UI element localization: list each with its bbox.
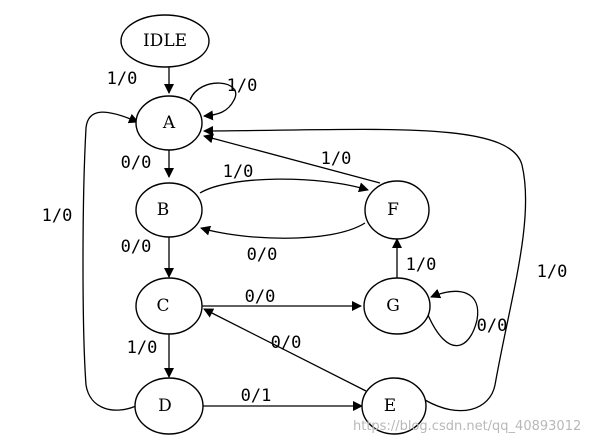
node-e: E xyxy=(361,377,427,435)
edge-g-g xyxy=(427,288,479,347)
node-b: B xyxy=(135,182,203,238)
edge-label-d-e: 0/1 xyxy=(241,386,272,406)
edge-f-b xyxy=(200,222,366,239)
edge-label-a-a: 1/0 xyxy=(227,76,258,96)
edge-a-a xyxy=(189,82,237,121)
edge-e-a xyxy=(203,125,527,412)
node-g: G xyxy=(363,277,431,335)
edge-label-b-f: 1/0 xyxy=(223,162,254,182)
edge-label-c-d: 1/0 xyxy=(127,338,158,358)
edge-e-c xyxy=(203,308,367,392)
edge-d-a xyxy=(82,111,139,411)
edge-label-f-b: 0/0 xyxy=(247,245,278,265)
node-c: C xyxy=(135,277,203,335)
node-idle: IDLE xyxy=(120,14,210,68)
edge-label-g-g: 0/0 xyxy=(477,316,508,336)
node-idle-label: IDLE xyxy=(143,31,187,51)
node-d-label: D xyxy=(158,396,172,416)
watermark-text: https://blog.csdn.net/qq_40893012 xyxy=(353,419,581,434)
node-a: A xyxy=(135,95,203,151)
edge-label-idle-a: 1/0 xyxy=(107,69,138,89)
edge-b-f xyxy=(199,178,369,194)
node-a-label: A xyxy=(162,113,176,133)
edge-f-a xyxy=(203,133,381,184)
node-b-label: B xyxy=(157,200,170,220)
edge-label-e-c: 0/0 xyxy=(271,333,302,353)
node-f-label: F xyxy=(387,200,399,220)
edge-label-a-b: 0/0 xyxy=(121,153,152,173)
edge-label-d-a: 1/0 xyxy=(42,206,73,226)
edge-label-e-a: 1/0 xyxy=(537,262,568,282)
node-d: D xyxy=(134,377,204,435)
node-g-label: G xyxy=(386,296,400,316)
node-e-label: E xyxy=(384,396,396,416)
node-c-label: C xyxy=(156,296,169,316)
edge-label-c-g: 0/0 xyxy=(245,287,276,307)
node-f: F xyxy=(364,180,430,240)
edge-label-g-f: 1/0 xyxy=(406,255,437,275)
edge-label-b-c: 0/0 xyxy=(121,237,152,257)
edge-label-f-a: 1/0 xyxy=(321,149,352,169)
